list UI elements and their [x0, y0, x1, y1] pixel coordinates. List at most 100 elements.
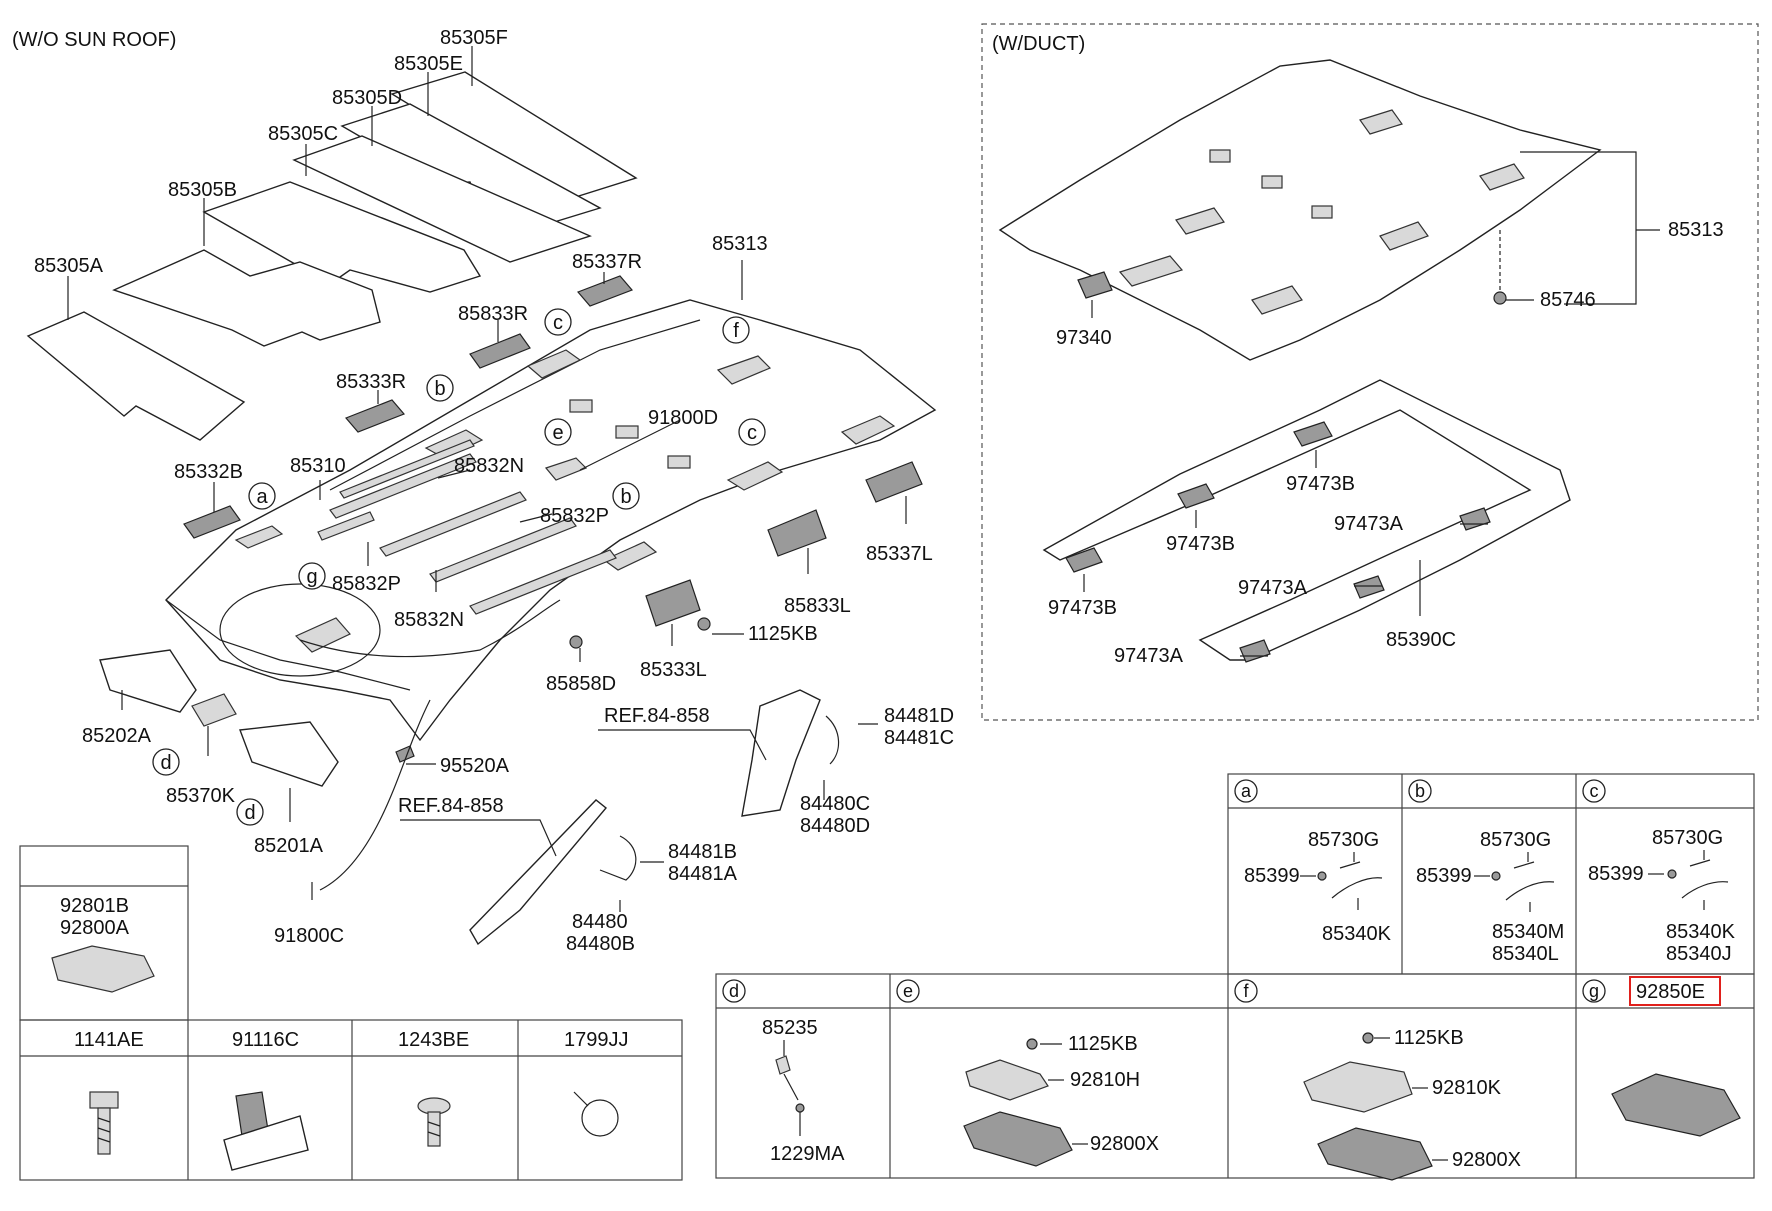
visor-85202a	[99, 649, 197, 713]
svg-text:g: g	[1589, 981, 1599, 1001]
svg-text:d: d	[729, 981, 739, 1001]
pad-85305b	[112, 249, 381, 347]
label-84481a: 84481A	[668, 863, 738, 885]
detail-b-85340l: 85340L	[1492, 943, 1559, 965]
rail-85832p-c	[317, 511, 375, 541]
detail-c-85340j: 85340J	[1666, 943, 1732, 965]
svg-text:c: c	[747, 422, 757, 444]
detail-d-85235: 85235	[762, 1017, 818, 1039]
label-85305a: 85305A	[34, 255, 104, 277]
label-84480d: 84480D	[800, 815, 870, 837]
connector-95520a	[395, 745, 415, 763]
label-84481b: 84481B	[668, 841, 737, 863]
rails-and-brackets	[183, 275, 923, 649]
label-84481c: 84481C	[884, 727, 954, 749]
duct-clip-97340	[1077, 271, 1113, 299]
vent-square-1	[569, 399, 593, 413]
headliner-inner-rail	[329, 319, 701, 491]
clip-85858d	[569, 635, 583, 649]
duct-recess-5	[1379, 221, 1429, 251]
insulation-pads	[26, 71, 638, 441]
label-91800d: 91800D	[648, 407, 718, 429]
console-outline	[219, 583, 381, 677]
detail-e-letter: e	[896, 979, 920, 1003]
label-85333r: 85333R	[336, 371, 406, 393]
vent-square-3	[667, 455, 691, 469]
duct-vent-2	[1261, 175, 1283, 189]
label-85305f: 85305F	[440, 27, 508, 49]
rail-85832p-a	[339, 439, 475, 499]
label-85201a: 85201A	[254, 835, 324, 857]
duct-clip-85746	[1493, 291, 1507, 305]
detail-g-letter: g	[1582, 979, 1606, 1003]
label-85337l: 85337L	[866, 543, 933, 565]
detail-e-bracket	[965, 1059, 1049, 1101]
svg-text:c: c	[553, 312, 563, 334]
svg-text:b: b	[620, 486, 631, 508]
detail-b-clip	[1491, 871, 1501, 881]
label-ref-84-858-upper: REF.84-858	[604, 705, 710, 727]
label-85332b: 85332B	[174, 461, 243, 483]
pillar-trim-upper	[741, 689, 821, 817]
pad-85305a	[26, 311, 246, 441]
duct-recess-4	[1251, 285, 1303, 315]
label-84480: 84480	[572, 911, 628, 933]
detail-e-screw	[1026, 1038, 1038, 1050]
grab-handle-84480	[599, 835, 637, 881]
lamp-opening-e	[544, 457, 588, 481]
label-97473b-3: 97473B	[1048, 597, 1117, 619]
detail-d-letter: d	[722, 979, 746, 1003]
handle-recess-1	[526, 349, 582, 379]
svg-text:e: e	[552, 422, 563, 444]
label-97473b-2: 97473B	[1166, 533, 1235, 555]
svg-text:a: a	[256, 486, 268, 508]
fastener-table-frame	[19, 1019, 683, 1181]
duct-outlet-2	[1177, 483, 1215, 509]
bracket-85337l	[865, 461, 923, 503]
svg-text:d: d	[160, 752, 171, 774]
handle-recess-3	[840, 415, 896, 445]
label-85313-main: 85313	[712, 233, 768, 255]
label-85370k: 85370K	[166, 785, 236, 807]
duct-leaders	[1083, 151, 1660, 657]
lamp-92800a	[51, 945, 155, 993]
detail-a-85730g: 85730G	[1308, 829, 1379, 851]
bracket-85337r	[576, 275, 634, 307]
label-95520a: 95520A	[440, 755, 510, 777]
fastener-1799jj: 1799JJ	[564, 1029, 629, 1051]
detail-d-clip	[775, 1055, 791, 1075]
label-ref-84-858-lower: REF.84-858	[398, 795, 504, 817]
screw-1125kb	[697, 617, 711, 631]
detail-b-grab-handle	[1505, 881, 1555, 901]
detail-f-1125kb: 1125KB	[1394, 1027, 1464, 1049]
detail-c-85399: 85399	[1588, 863, 1644, 885]
duct-vent-1	[1209, 149, 1231, 163]
label-97473b-1: 97473B	[1286, 473, 1355, 495]
detail-g-92850e: 92850E	[1636, 981, 1705, 1003]
lamp-opening-f	[716, 355, 772, 385]
label-85832n-bottom: 85832N	[394, 609, 464, 631]
sun-visors	[99, 649, 415, 787]
detail-f-letter: f	[1234, 979, 1258, 1003]
duct-headliner	[998, 59, 1602, 361]
label-85833r: 85833R	[458, 303, 528, 325]
duct-outlet-3	[1065, 547, 1103, 573]
label-85832p-right: 85832P	[540, 505, 609, 527]
detail-b-cap	[1513, 861, 1535, 869]
label-85305e: 85305E	[394, 53, 463, 75]
duct-outlet-1	[1293, 421, 1333, 447]
detail-table-defg	[715, 973, 1755, 1179]
rail-85832n-a	[329, 453, 477, 519]
label-97473a-2: 97473A	[1238, 577, 1308, 599]
label-97473a-1: 97473A	[1334, 513, 1404, 535]
detail-c-letter: c	[1582, 779, 1606, 803]
label-85390c: 85390C	[1386, 629, 1456, 651]
detail-f-bracket	[1303, 1061, 1413, 1113]
svg-text:g: g	[306, 566, 317, 588]
callout-circle-d2: d	[236, 798, 264, 826]
callout-circle-b2: b	[612, 482, 640, 510]
detail-f-92810k: 92810K	[1432, 1077, 1502, 1099]
headliner-85310	[165, 299, 937, 742]
duct-vent-3	[1311, 205, 1333, 219]
label-85746: 85746	[1540, 289, 1596, 311]
